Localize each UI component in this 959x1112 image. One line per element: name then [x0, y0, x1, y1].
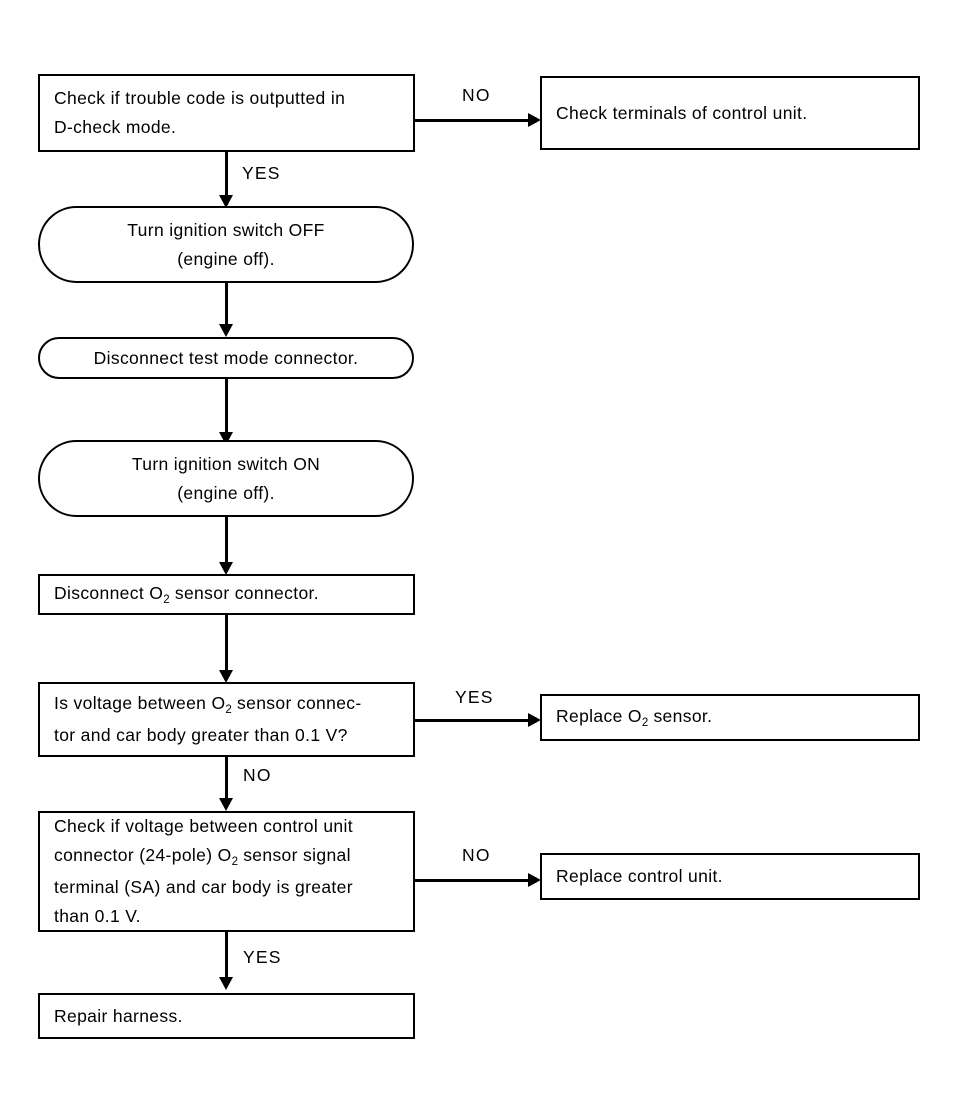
edge-2-arrowhead	[219, 324, 233, 337]
node-ignition-off: Turn ignition switch OFF(engine off).	[38, 206, 414, 283]
edge-5-arrowhead	[219, 670, 233, 683]
edge-yes-3-line	[225, 932, 228, 984]
node-check-terminals: Check terminals of control unit.	[540, 76, 920, 150]
node-replace-control-unit-text: Replace control unit.	[556, 866, 723, 886]
node-is-voltage-o2: Is voltage between O2 sensor connec-tor …	[38, 682, 415, 757]
edge-yes-1-arrowhead	[219, 195, 233, 208]
node-repair-harness: Repair harness.	[38, 993, 415, 1039]
edge-4-arrowhead	[219, 562, 233, 575]
edge-label-no-2: NO	[243, 765, 272, 785]
node-ignition-off-text: Turn ignition switch OFF(engine off).	[127, 219, 325, 269]
edge-no-1-arrowhead	[528, 113, 541, 127]
node-disconnect-o2-sensor: Disconnect O2 sensor connector.	[38, 574, 415, 615]
node-disconnect-o2-sensor-text: Disconnect O2 sensor connector.	[54, 582, 319, 606]
edge-4-line	[225, 517, 228, 569]
edge-no-3-line	[415, 879, 534, 882]
edge-yes-3-arrowhead	[219, 977, 233, 990]
node-replace-o2-sensor-text: Replace O2 sensor.	[556, 705, 713, 729]
node-is-voltage-o2-text: Is voltage between O2 sensor connec-tor …	[54, 693, 362, 745]
edge-3-line	[225, 379, 228, 439]
node-check-terminals-text: Check terminals of control unit.	[556, 102, 808, 123]
edge-yes-2-line	[415, 719, 534, 722]
edge-5-line	[225, 615, 228, 677]
node-repair-harness-text: Repair harness.	[54, 1005, 183, 1026]
node-disconnect-test-mode: Disconnect test mode connector.	[38, 337, 414, 379]
edge-label-yes-2: YES	[455, 687, 494, 707]
edge-no-2-line	[225, 757, 228, 805]
edge-label-no-3: NO	[462, 845, 491, 865]
edge-no-1-line	[415, 119, 534, 122]
edge-yes-1-line	[225, 152, 228, 205]
edge-label-yes-3: YES	[243, 947, 282, 967]
edge-no-2-arrowhead	[219, 798, 233, 811]
edge-yes-2-arrowhead	[528, 713, 541, 727]
edge-2-line	[225, 283, 228, 331]
edge-label-yes-1: YES	[242, 163, 281, 183]
node-disconnect-test-mode-text: Disconnect test mode connector.	[93, 347, 359, 368]
edge-label-no-1: NO	[462, 85, 491, 105]
edge-no-3-arrowhead	[528, 873, 541, 887]
node-replace-control-unit: Replace control unit.	[540, 853, 920, 900]
node-ignition-on-text: Turn ignition switch ON(engine off).	[131, 453, 321, 503]
node-replace-o2-sensor: Replace O2 sensor.	[540, 694, 920, 741]
node-ignition-on: Turn ignition switch ON(engine off).	[38, 440, 414, 517]
